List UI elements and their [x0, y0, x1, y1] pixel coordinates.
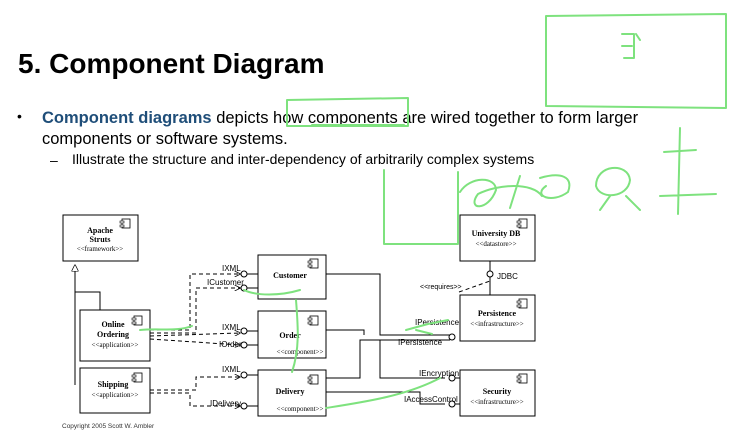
component-persistence: Persistence <<infrastructure>>: [459, 294, 536, 342]
apache-name-1: Apache: [87, 226, 113, 235]
component-delivery: Delivery <<component>>: [257, 369, 327, 417]
component-university-db: University DB <<datastore>>: [459, 214, 536, 262]
label-iaccesscontrol: IAccessControl: [404, 395, 458, 404]
dependency-arrows: [149, 274, 491, 406]
main-bullet: Component diagrams depicts how component…: [42, 108, 642, 150]
slide-title: 5. Component Diagram: [18, 48, 325, 79]
customer-name: Customer: [273, 271, 307, 280]
label-ipersistence-out: IPersistence: [398, 338, 443, 347]
label-requires: <<requires>>: [420, 284, 462, 291]
label-jdbc: JDBC: [497, 272, 518, 281]
universitydb-name: University DB: [472, 229, 521, 238]
online-stereotype: <<application>>: [92, 341, 139, 349]
component-shipping: Shipping <<application>>: [79, 367, 151, 414]
bullet-text: depicts how components are wired togethe…: [42, 109, 639, 148]
copyright-note: Copyright 2005 Scott W. Ambler: [62, 423, 155, 430]
connector-lines: [75, 261, 491, 407]
label-order-ixml: IXML: [222, 323, 241, 332]
universitydb-stereotype: <<datastore>>: [475, 240, 516, 248]
sub-bullet-marker: –: [50, 152, 58, 168]
label-iorder: IOrder: [219, 340, 242, 349]
security-stereotype: <<infrastructure>>: [470, 398, 524, 406]
order-name: Order: [279, 331, 301, 340]
label-iencryption: IEncryption: [419, 369, 459, 378]
shipping-name: Shipping: [98, 380, 129, 389]
security-name: Security: [483, 387, 511, 396]
label-icustomer: ICustomer: [207, 278, 244, 287]
persistence-name: Persistence: [478, 309, 517, 318]
online-name-2: Ordering: [97, 330, 129, 339]
apache-name-2: Struts: [90, 235, 111, 244]
bullet-emphasis: Component diagrams: [42, 109, 212, 127]
component-online-ordering: Online Ordering <<application>>: [79, 309, 151, 362]
label-customer-ixml: IXML: [222, 264, 241, 273]
label-delivery-ixml: IXML: [222, 365, 241, 374]
component-apache-struts: Apache Struts <<framework>>: [62, 214, 139, 262]
online-name-1: Online: [101, 320, 125, 329]
sub-bullet: Illustrate the structure and inter-depen…: [72, 151, 535, 167]
bullet-marker: •: [17, 108, 22, 124]
delivery-name: Delivery: [276, 387, 305, 396]
delivery-stereotype: <<component>>: [277, 405, 324, 413]
order-stereotype: <<component>>: [277, 348, 324, 356]
label-idelivery: IDelivery: [210, 399, 241, 408]
shipping-stereotype: <<application>>: [92, 391, 139, 399]
interface-circles: [240, 270, 494, 410]
handwritten-annotations: [139, 13, 727, 409]
component-order: Order <<component>>: [257, 310, 327, 359]
component-security: Security <<infrastructure>>: [459, 369, 536, 417]
persistence-stereotype: <<infrastructure>>: [470, 320, 524, 328]
apache-stereotype: <<framework>>: [77, 245, 124, 253]
